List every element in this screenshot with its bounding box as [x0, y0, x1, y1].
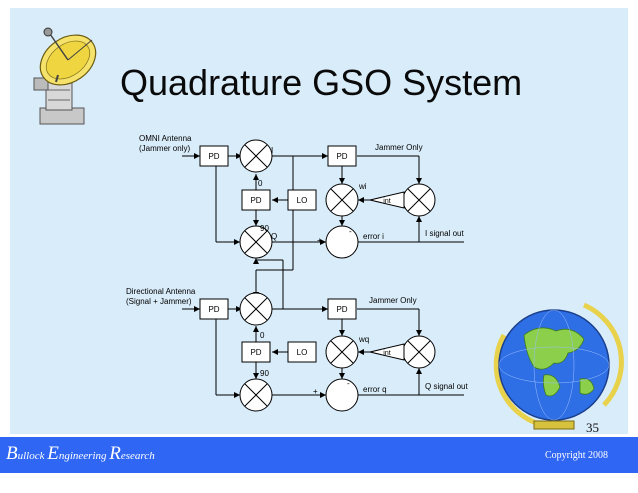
top-channel: OMNI Antenna (Jammer only) PD PD LO PD i… [139, 134, 464, 298]
footer-initial-r: R [109, 443, 121, 464]
top-lo-label: LO [297, 196, 308, 205]
top-label-I: I [271, 146, 273, 155]
bottom-wires [182, 258, 464, 398]
footer-rest-r: esearch [120, 450, 155, 462]
bottom-int [369, 343, 405, 361]
bottom-label-90: 90 [260, 369, 269, 378]
bottom-label-minus: - [347, 379, 350, 388]
top-pd-lo [241, 189, 271, 211]
top-int-label: int [383, 198, 390, 205]
bottom-lo [287, 341, 317, 363]
bottom-label-wq: wq [358, 335, 369, 344]
footer-bar [0, 437, 638, 473]
bottom-int-label: int [383, 350, 390, 357]
top-antenna-label-2: (Jammer only) [139, 144, 190, 153]
top-int [369, 191, 405, 209]
bottom-multiplier-2 [239, 378, 273, 412]
globe-image [493, 302, 624, 430]
top-pd-right [327, 145, 357, 167]
top-label-Q: Q [271, 232, 277, 241]
bottom-pd-lo [241, 341, 271, 363]
footer-copyright: Copyright 2008 [544, 450, 608, 461]
bottom-antenna-label-2: (Signal + Jammer) [126, 297, 192, 306]
bottom-antenna-label-1: Directional Antenna [126, 287, 196, 296]
footer-rest-b: ullock [17, 450, 48, 462]
slide-title: Quadrature GSO System [120, 62, 523, 103]
top-multiplier-1 [239, 139, 273, 173]
footer-initial-e: E [47, 443, 59, 464]
top-pd-lo-label: PD [250, 196, 261, 205]
bottom-pd-right [327, 298, 357, 320]
top-antenna-label-1: OMNI Antenna [139, 134, 192, 143]
bottom-label-0: 0 [260, 331, 265, 340]
footer-initial-b: B [6, 443, 18, 464]
bottom-lo-label: LO [297, 348, 308, 357]
top-multiplier-3 [325, 183, 359, 217]
top-wires [182, 153, 464, 298]
top-label-0: 0 [258, 179, 263, 188]
top-pd-left-label: PD [208, 152, 219, 161]
bottom-label-plus: + [313, 387, 318, 396]
bottom-channel: Directional Antenna (Signal + Jammer) PD… [126, 258, 468, 412]
top-pd-left [199, 145, 229, 167]
bottom-multiplier-4 [402, 335, 436, 369]
bottom-pd-left [199, 298, 229, 320]
footer-company: Bullock Engineering Research [6, 443, 155, 465]
top-label-error: error i [363, 232, 384, 241]
top-lo [287, 189, 317, 211]
bottom-multiplier-1 [239, 292, 273, 326]
bottom-pd-left-label: PD [208, 305, 219, 314]
bottom-pd-right-label: PD [336, 305, 347, 314]
page-number: 35 [586, 420, 599, 435]
top-pd-right-label: PD [336, 152, 347, 161]
top-label-90: 90 [260, 224, 269, 233]
bottom-label-out: Q signal out [425, 382, 468, 391]
bottom-pd-lo-label: PD [250, 348, 261, 357]
bottom-label-jammer-only: Jammer Only [369, 296, 417, 305]
top-multiplier-4 [402, 183, 436, 217]
top-label-out: I signal out [425, 229, 464, 238]
top-label-wi: wi [358, 182, 367, 191]
top-label-plus: + [317, 236, 322, 245]
top-multiplier-2 [239, 225, 273, 259]
bottom-multiplier-3 [325, 335, 359, 369]
top-summer [325, 225, 359, 259]
top-label-jammer-only: Jammer Only [375, 143, 423, 152]
satellite-dish-image [33, 27, 97, 125]
top-label-minus: - [349, 227, 352, 236]
bottom-summer [325, 378, 359, 412]
footer-rest-e: ngineering [58, 450, 110, 462]
bottom-label-error: error q [363, 385, 387, 394]
